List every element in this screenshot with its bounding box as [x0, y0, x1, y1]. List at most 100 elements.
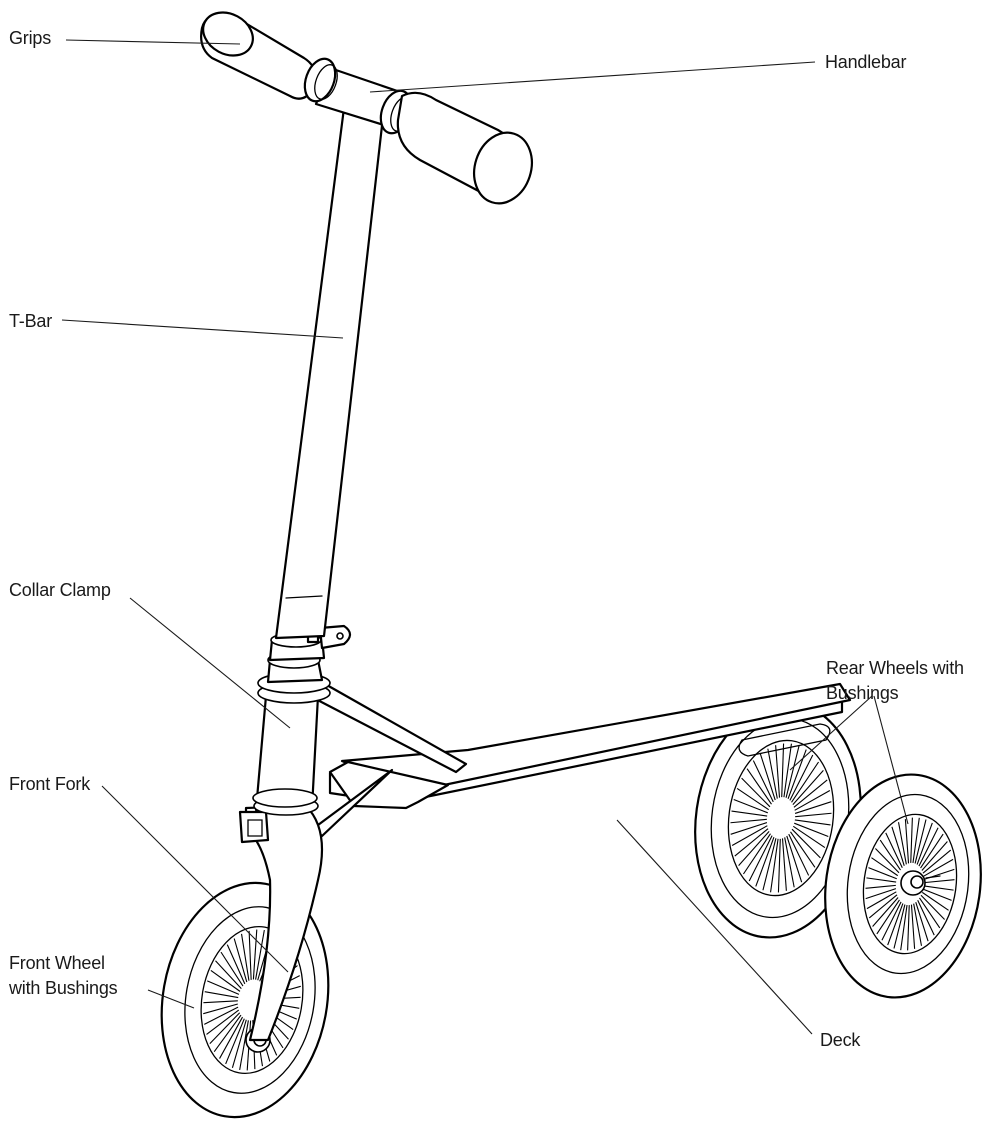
front-fork-leader [101, 785, 289, 973]
wheel-spoke [752, 760, 774, 803]
wheel-spoke [788, 833, 810, 876]
wheel-spoke [248, 930, 252, 980]
wheel-spoke [742, 833, 771, 875]
wheel-spoke [219, 1016, 244, 1059]
wheel-spoke [868, 867, 897, 880]
handlebar-leader [369, 61, 816, 93]
wheel-spoke [794, 822, 829, 838]
wheel-spoke [868, 894, 898, 919]
wheel-spoke [915, 902, 929, 942]
wheel-spoke [741, 777, 771, 808]
collar-clamp-leader [129, 597, 291, 729]
wheel-spoke [777, 838, 781, 893]
label-front-wheel-line2: with Bushings [8, 978, 118, 998]
wheel-spoke [210, 970, 241, 992]
wheel-spoke [913, 903, 923, 946]
wheel-spoke [206, 1009, 240, 1035]
wheel-spoke [790, 831, 816, 868]
wheel-spoke [923, 858, 954, 877]
wheel-spoke [225, 1018, 245, 1065]
rear-wheel-near-spokes [865, 817, 955, 951]
tbar-leader [61, 319, 344, 339]
wheel-spoke [910, 817, 913, 863]
wheel-spoke [785, 745, 800, 798]
wheel-spoke [781, 838, 787, 891]
wheel-spoke [215, 960, 242, 989]
wheel-spoke [795, 812, 832, 818]
wheel-spoke [770, 838, 779, 893]
deck-leader [616, 819, 813, 1035]
wheel-spoke [794, 819, 831, 826]
wheel-spoke [784, 837, 795, 888]
headset-tube [252, 651, 331, 816]
part-labels: Grips Handlebar T-Bar Collar Clamp Rear … [8, 28, 964, 1050]
wheel-spoke [914, 819, 927, 864]
grips-leader [65, 39, 241, 45]
wheel-spoke [734, 828, 769, 857]
wheel-spoke [794, 790, 831, 811]
wheel-spoke [866, 891, 897, 910]
wheel-spoke [885, 832, 903, 868]
wheel-spoke [207, 980, 240, 995]
wheel-spoke [213, 1014, 242, 1053]
wheel-spoke [921, 841, 948, 871]
wheel-spoke [920, 833, 944, 869]
rear-wheels-leader-2 [873, 695, 909, 825]
wheel-spoke [255, 929, 265, 980]
front-wheel [160, 881, 330, 1119]
wheel-spoke [924, 879, 955, 884]
wheel-spoke [733, 798, 768, 814]
wheel-spoke [767, 748, 778, 799]
wheel-spoke [921, 891, 949, 911]
wheel-spoke [209, 1012, 241, 1044]
wheel-spoke [881, 901, 902, 941]
wheel-spoke [791, 828, 821, 859]
wheel-spoke [746, 768, 772, 805]
wheel-spoke [879, 839, 901, 871]
handlebar-shape [200, 11, 533, 205]
wheel-spoke [748, 835, 773, 882]
wheel-spoke [203, 1003, 238, 1015]
wheel-spoke [865, 888, 897, 900]
label-tbar: T-Bar [9, 311, 52, 331]
wheel-spoke [793, 779, 828, 808]
front-fork-shape [238, 804, 324, 1042]
wheel-spoke [891, 826, 905, 866]
wheel-spoke [738, 830, 770, 866]
wheel-spoke [231, 1019, 247, 1068]
wheel-spoke [239, 1020, 249, 1071]
wheel-spoke [226, 944, 246, 985]
wheel-spoke [730, 822, 768, 835]
wheel-spoke [792, 825, 826, 849]
label-rear-wheels-line2: Bushings [826, 683, 899, 703]
wheel-spoke [923, 888, 952, 901]
wheel-spoke [240, 933, 250, 981]
scooter-illustration [160, 11, 982, 1119]
rear-wheel-far [694, 701, 862, 939]
label-rear-wheels-line1: Rear Wheels with [826, 658, 964, 678]
wheel-spoke [792, 770, 824, 806]
wheel-spoke [736, 787, 770, 811]
leader-lines [61, 39, 909, 1035]
wheel-spoke [920, 894, 945, 920]
wheel-spoke [919, 897, 941, 929]
rear-wheels-leader-1 [789, 695, 873, 771]
label-handlebar: Handlebar [825, 52, 906, 72]
wheel-spoke [759, 753, 776, 801]
wheel-spoke [900, 904, 908, 951]
wheel-spoke [887, 903, 904, 946]
wheel-spoke [872, 897, 899, 927]
wheel-spoke [910, 904, 916, 949]
wheel-spoke [204, 1006, 239, 1025]
rear-wheel-near [824, 773, 982, 999]
wheel-spoke [904, 819, 910, 864]
wheel-spoke [204, 991, 239, 999]
wheel-spoke [762, 838, 777, 891]
down-tube [304, 678, 468, 838]
wheel-spoke [789, 754, 814, 801]
wheel-spoke [865, 884, 896, 889]
wheel-spoke [907, 905, 910, 951]
wheel-spoke [755, 836, 775, 887]
wheel-spoke [922, 849, 952, 874]
